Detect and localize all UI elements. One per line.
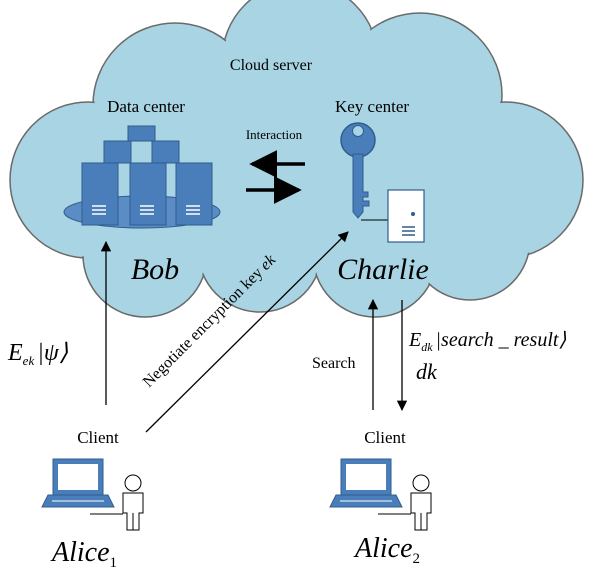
bob-label: Bob [131,253,179,286]
negotiate-arrow [145,231,349,433]
result-formula: Edk|search _ result⟩ [408,329,566,354]
alice2-name: Alice2 [353,533,420,567]
alice2-client-label: Client [364,428,406,447]
key-icon [340,122,376,219]
charlie-label: Charlie [337,253,429,286]
alice2-laptop-icon [329,458,403,508]
key-center-title: Key center [335,97,409,116]
alice1-name: Alice1 [50,537,117,567]
alice1-client-label: Client [77,428,119,447]
alice2-person-icon [378,474,432,531]
alice1-laptop-icon [41,458,115,508]
data-center-title: Data center [107,97,185,116]
dk-label: dk [416,359,438,384]
interaction-arrows [246,150,305,204]
alice1-person-icon [90,474,144,531]
upload-formula: Eek|ψ⟩ [7,340,69,368]
search-label: Search [312,355,356,372]
key-server-icon [361,189,425,243]
interaction-label: Interaction [246,127,303,142]
cloud-title: Cloud server [230,57,313,74]
cloud-shape [9,0,584,318]
server-stack-icon [63,125,221,229]
